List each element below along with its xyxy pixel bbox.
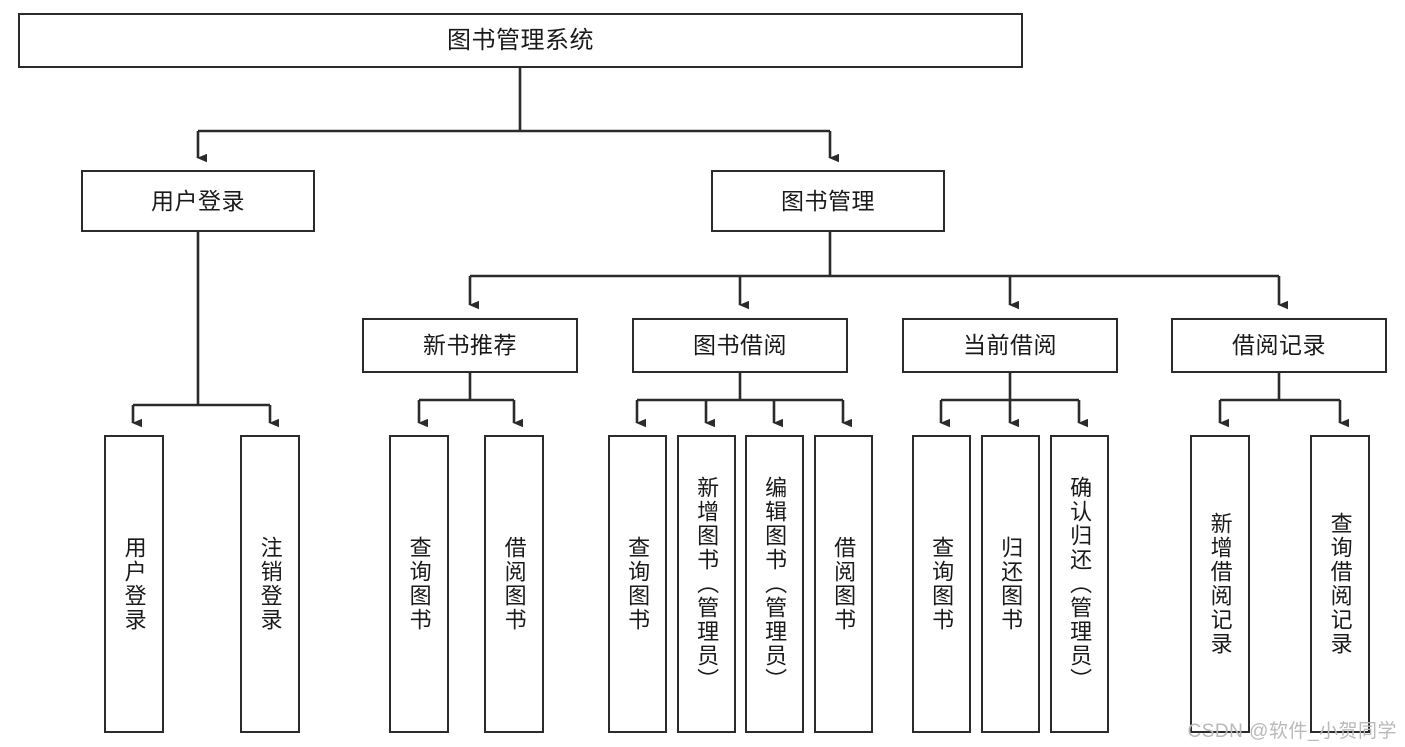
node-label: 用户登录 <box>151 187 245 214</box>
node-label: 借阅图书 <box>501 536 527 632</box>
node-leaf-query-book-borrow[interactable]: 查询图书 <box>608 435 667 733</box>
node-label: 查询借阅记录 <box>1327 512 1353 656</box>
node-label: 新书推荐 <box>423 332 517 359</box>
node-leaf-query-book-recommend[interactable]: 查询图书 <box>389 435 449 733</box>
node-leaf-return-book[interactable]: 归还图书 <box>981 435 1040 733</box>
node-label: 图书管理 <box>781 187 875 214</box>
node-label: 编辑图书（管理员） <box>762 476 788 692</box>
node-label: 借阅图书 <box>831 536 857 632</box>
node-book-manage[interactable]: 图书管理 <box>711 170 945 232</box>
node-user-login[interactable]: 用户登录 <box>81 170 315 232</box>
node-current-borrow[interactable]: 当前借阅 <box>902 318 1118 373</box>
node-label: 图书借阅 <box>693 332 787 359</box>
node-leaf-add-borrow-record[interactable]: 新增借阅记录 <box>1190 435 1250 733</box>
node-leaf-query-borrow-record[interactable]: 查询借阅记录 <box>1310 435 1370 733</box>
node-leaf-edit-book[interactable]: 编辑图书（管理员） <box>745 435 804 733</box>
node-label: 图书管理系统 <box>447 26 594 54</box>
node-label: 查询图书 <box>625 536 651 632</box>
node-leaf-confirm-return[interactable]: 确认归还（管理员） <box>1050 435 1109 733</box>
node-label: 查询图书 <box>406 536 432 632</box>
node-leaf-add-book[interactable]: 新增图书（管理员） <box>677 435 736 733</box>
node-label: 确认归还（管理员） <box>1067 476 1093 692</box>
node-borrow-record[interactable]: 借阅记录 <box>1171 318 1387 373</box>
node-label: 归还图书 <box>998 536 1024 632</box>
node-book-borrow[interactable]: 图书借阅 <box>632 318 848 373</box>
node-leaf-logout-login[interactable]: 注销登录 <box>240 435 300 733</box>
node-leaf-query-book-current[interactable]: 查询图书 <box>912 435 971 733</box>
node-new-book-recommend[interactable]: 新书推荐 <box>362 318 578 373</box>
node-label: 查询图书 <box>929 536 955 632</box>
node-label: 注销登录 <box>257 536 283 632</box>
node-leaf-borrow-book[interactable]: 借阅图书 <box>814 435 873 733</box>
node-root-book-management-system[interactable]: 图书管理系统 <box>18 13 1023 68</box>
node-label: 用户登录 <box>121 536 147 632</box>
node-label: 当前借阅 <box>963 332 1057 359</box>
node-label: 新增借阅记录 <box>1207 512 1233 656</box>
node-label: 借阅记录 <box>1232 332 1326 359</box>
node-leaf-user-login[interactable]: 用户登录 <box>104 435 164 733</box>
watermark-text: CSDN @软件_小贺同学 <box>1187 721 1397 742</box>
node-label: 新增图书（管理员） <box>694 476 720 692</box>
node-leaf-borrow-book-recommend[interactable]: 借阅图书 <box>484 435 544 733</box>
